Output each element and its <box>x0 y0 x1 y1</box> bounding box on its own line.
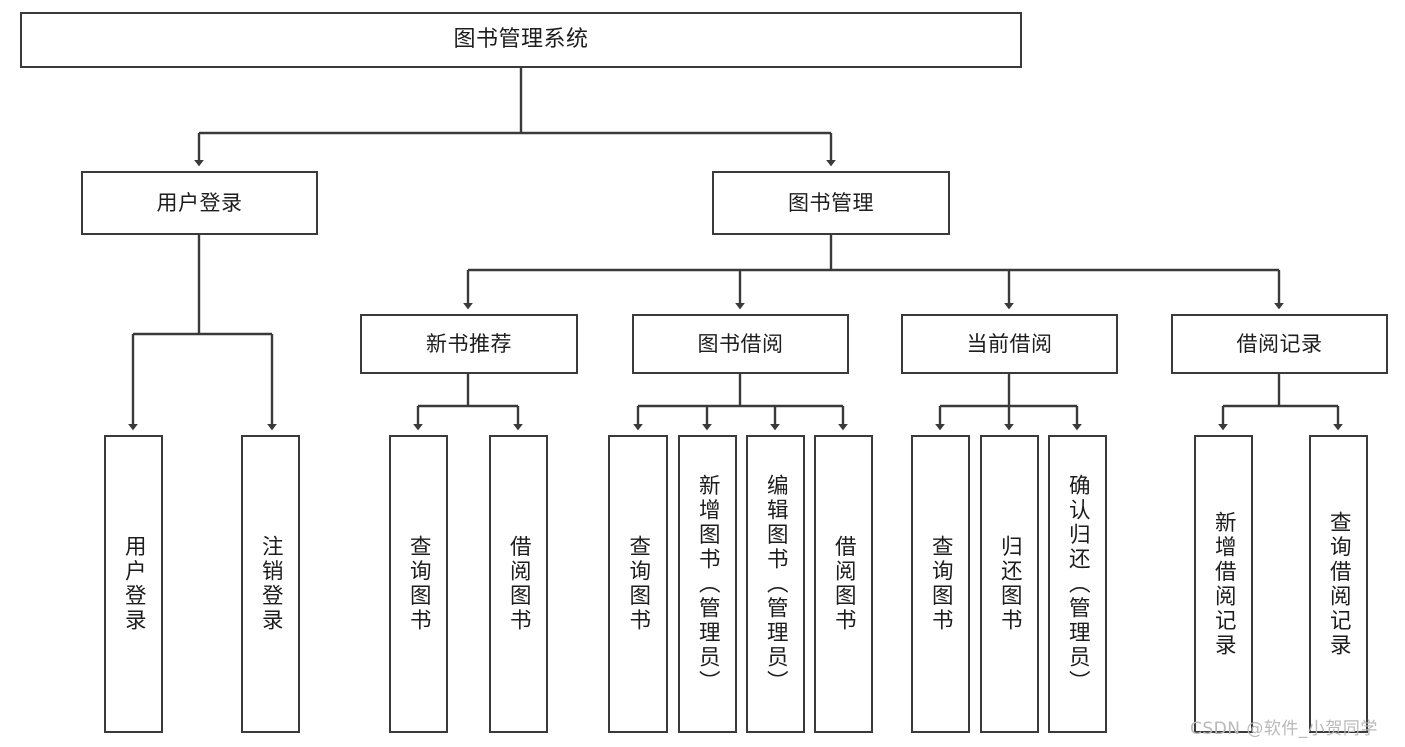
node-borrowing-records[interactable]: 借阅记录 <box>1171 314 1388 374</box>
node-label: 新增借阅记录 <box>1211 510 1237 658</box>
leaf-add-book-admin[interactable]: 新增图书（管理员） <box>678 435 737 733</box>
leaf-confirm-return-admin[interactable]: 确认归还（管理员） <box>1048 435 1107 733</box>
node-label: 当前借阅 <box>966 331 1053 356</box>
node-label: 借阅记录 <box>1236 331 1323 356</box>
node-label: 新书推荐 <box>426 331 512 356</box>
node-label: 新增图书（管理员） <box>695 473 721 695</box>
leaf-borrow-books-borrow[interactable]: 借阅图书 <box>814 435 873 733</box>
node-label: 图书借阅 <box>697 331 784 356</box>
leaf-edit-book-admin[interactable]: 编辑图书（管理员） <box>746 435 805 733</box>
node-label: 查询图书 <box>625 535 651 633</box>
node-label: 图书管理系统 <box>453 27 589 53</box>
node-label: 查询图书 <box>406 535 432 633</box>
node-label: 借阅图书 <box>831 535 857 633</box>
node-label: 编辑图书（管理员） <box>763 473 789 695</box>
node-user-login[interactable]: 用户登录 <box>81 171 318 235</box>
node-current-borrowing[interactable]: 当前借阅 <box>901 314 1118 374</box>
leaf-user-login[interactable]: 用户登录 <box>104 435 163 733</box>
leaf-add-borrow-record[interactable]: 新增借阅记录 <box>1194 435 1253 733</box>
node-label: 用户登录 <box>156 190 243 215</box>
node-label: 确认归还（管理员） <box>1065 473 1091 695</box>
csdn-watermark: CSDN @软件_小贺同学 <box>1190 719 1378 739</box>
node-label: 注销登录 <box>258 535 284 633</box>
leaf-query-borrow-record[interactable]: 查询借阅记录 <box>1309 435 1368 733</box>
node-book-borrowing[interactable]: 图书借阅 <box>632 314 849 374</box>
leaf-query-books-borrow[interactable]: 查询图书 <box>608 435 668 733</box>
node-label: 查询图书 <box>928 535 954 633</box>
leaf-return-books[interactable]: 归还图书 <box>980 435 1039 733</box>
leaf-query-books-current[interactable]: 查询图书 <box>911 435 970 733</box>
node-label: 图书管理 <box>788 190 874 215</box>
node-label: 归还图书 <box>997 535 1023 633</box>
leaf-borrow-books-newbook[interactable]: 借阅图书 <box>489 435 548 733</box>
node-book-management[interactable]: 图书管理 <box>712 171 950 235</box>
node-label: 借阅图书 <box>506 535 532 633</box>
leaf-query-books-newbook[interactable]: 查询图书 <box>389 435 448 733</box>
node-label: 用户登录 <box>121 535 147 633</box>
node-label: 查询借阅记录 <box>1326 510 1352 658</box>
node-new-book-recommendation[interactable]: 新书推荐 <box>360 314 578 374</box>
leaf-logout[interactable]: 注销登录 <box>241 435 300 733</box>
node-root-book-management-system[interactable]: 图书管理系统 <box>20 12 1022 68</box>
